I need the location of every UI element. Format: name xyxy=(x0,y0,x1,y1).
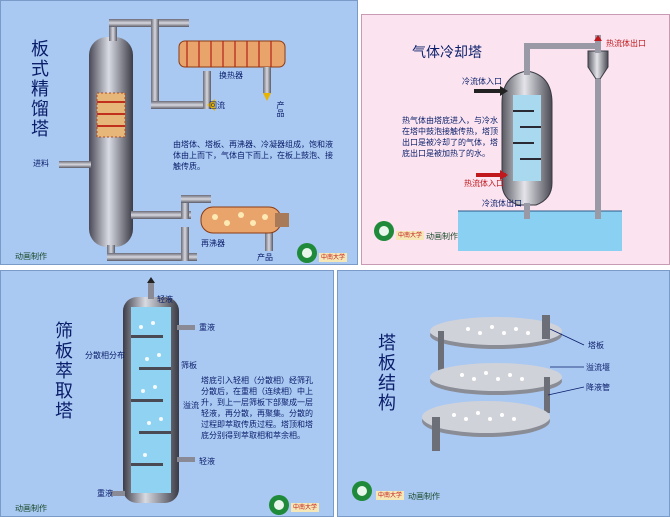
extraction-column-diagram xyxy=(111,277,195,503)
bottom-product-label: 产品 xyxy=(257,253,273,262)
tray-bottom xyxy=(422,401,550,451)
university-logo-icon xyxy=(269,495,289,515)
downcomer-pipe-label: 降液管 xyxy=(586,383,610,392)
university-logo-icon xyxy=(297,243,317,263)
feed-label: 进料 xyxy=(33,159,49,168)
panel3-title: 筛板萃取塔 xyxy=(52,321,73,421)
panel3-description: 塔底引入轻相（分散相）经筛孔分散后，在重相（连续相）中上升，到上一层筛板下部聚成… xyxy=(201,376,313,440)
reboiler-label: 再沸器 xyxy=(201,239,225,248)
heat-exchanger xyxy=(178,40,286,68)
cooling-tower-diagram xyxy=(458,35,622,251)
panel-gas-cooling-tower: 气体冷却塔 热流体出口 冷流体入口 热流体入口 冷流体出口 热气体由塔底进入，与… xyxy=(361,14,670,265)
redistribution-label: 分散相分布 xyxy=(85,351,125,360)
cold-fluid-inlet-label: 冷流体入口 xyxy=(462,77,502,86)
panel2-description: 热气体由塔底进入，与冷水在塔中鼓泡接触传热，塔顶出口是被冷却了的气体，塔底出口是… xyxy=(402,116,498,158)
heavy-liquid-out-label: 重液 xyxy=(97,489,113,498)
light-liquid-in-label: 轻液 xyxy=(199,457,215,466)
panel1-footer: 动画制作 xyxy=(15,252,47,261)
university-logo-icon xyxy=(374,221,394,241)
reflux-label: 回流 xyxy=(209,101,225,110)
top-product-label: 产品 xyxy=(276,101,285,117)
sieve-plate-label: 筛板 xyxy=(181,361,197,370)
hot-fluid-outlet-label: 热流体出口 xyxy=(606,39,646,48)
distillation-diagram xyxy=(59,19,289,261)
plate-structure-diagram xyxy=(422,315,585,451)
reboiler xyxy=(200,206,282,234)
panel1-title: 板式精馏塔 xyxy=(28,39,49,139)
panel2-footer: 动画制作 xyxy=(426,232,458,241)
heavy-liquid-in-label: 重液 xyxy=(199,323,215,332)
panel2-title: 气体冷却塔 xyxy=(412,45,482,61)
water-tank xyxy=(458,211,622,251)
tray-middle xyxy=(430,363,562,413)
panel1-description: 由塔体、塔板、再沸器、冷凝器组成，饱和液体由上而下，气体自下而上，在板上鼓泡、接… xyxy=(173,140,333,171)
panel-plate-distillation: 板式精馏塔 进料 换热器 回流 产品 再沸器 产品 由塔体、塔板、再沸器、冷凝器… xyxy=(0,0,358,265)
panel4-university: 中南大学 xyxy=(376,491,405,500)
downcomer-label: 溢流 xyxy=(183,401,199,410)
hot-fluid-inlet-label: 热流体入口 xyxy=(464,179,504,188)
cold-fluid-outlet-label: 冷流体出口 xyxy=(482,199,522,208)
column-body xyxy=(89,37,133,247)
panel1-university: 中南大学 xyxy=(319,253,348,262)
panel2-university: 中南大学 xyxy=(396,231,425,240)
university-logo-icon xyxy=(352,481,372,501)
panel4-title: 塔板结构 xyxy=(375,333,396,413)
panel3-footer: 动画制作 xyxy=(15,504,47,513)
panel-plate-structure: 塔板结构 塔板 溢流堰 降液管 中南大学 动画制作 xyxy=(337,270,670,517)
tower-inner xyxy=(513,95,541,181)
tray-label: 塔板 xyxy=(588,341,604,350)
tray-top xyxy=(430,315,562,371)
panel4-footer: 动画制作 xyxy=(408,492,440,501)
panel-sieve-extraction: 筛板萃取塔 轻液 重液 分散相分布 筛板 溢流 轻液 重液 塔底引入轻相（分散相… xyxy=(0,270,334,517)
light-liquid-out-label: 轻液 xyxy=(157,295,173,304)
exchanger-label: 换热器 xyxy=(219,71,243,80)
weir-label: 溢流堰 xyxy=(586,363,610,372)
panel3-university: 中南大学 xyxy=(291,503,320,512)
